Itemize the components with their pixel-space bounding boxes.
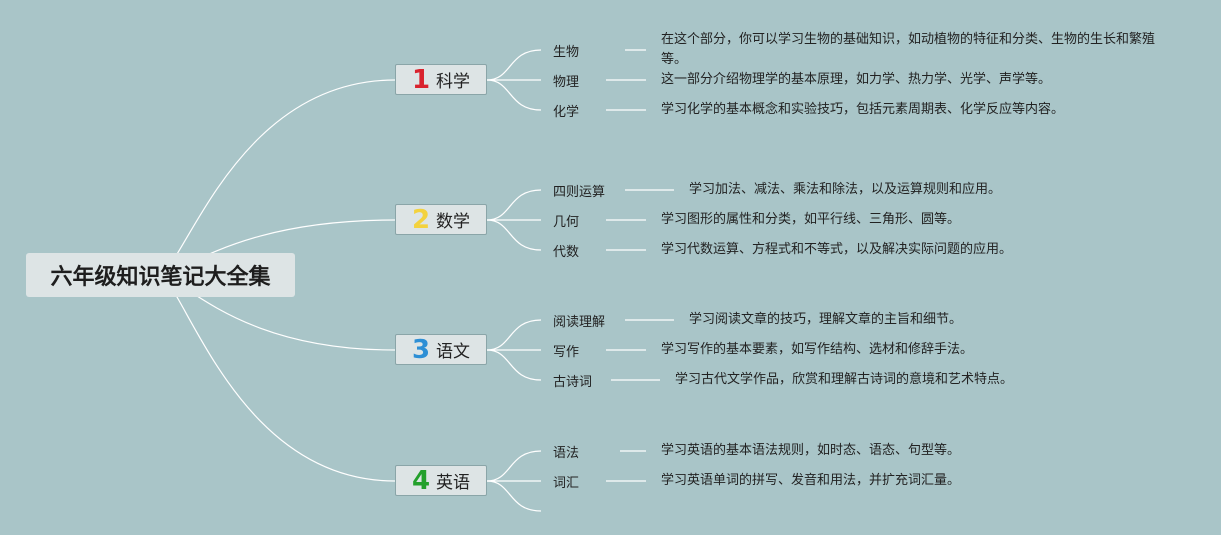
topic-description: 学习化学的基本概念和实验技巧，包括元素周期表、化学反应等内容。	[661, 102, 1065, 117]
topic-description: 学习古代文学作品，欣赏和理解古诗词的意境和艺术特点。	[675, 372, 1014, 387]
topic-node[interactable]: 代数	[553, 245, 580, 260]
branch-2-to-topic-3-line	[486, 219, 542, 251]
topic-node[interactable]: 写作	[553, 345, 580, 360]
root-to-branch-4-line	[161, 274, 396, 482]
topic-description: 学习代数运算、方程式和不等式，以及解决实际问题的应用。	[661, 242, 1013, 257]
branch-4-to-topic-1-line	[486, 450, 542, 482]
topic-description: 学习写作的基本要素，如写作结构、选材和修辞手法。	[661, 342, 974, 357]
root-title: 六年级知识笔记大全集	[50, 265, 271, 290]
branch-1-to-topic-1-line	[486, 49, 542, 81]
topic-description: 学习加法、减法、乘法和除法，以及运算规则和应用。	[689, 182, 1002, 197]
branch-1-to-topic-3-line	[486, 79, 542, 111]
topic-node[interactable]: 古诗词	[553, 375, 593, 390]
topic-node[interactable]: 语法	[553, 446, 580, 461]
branch-number: 1	[411, 64, 431, 95]
root-to-branch-1-line	[161, 79, 396, 276]
branch-3-to-topic-1-line	[486, 319, 542, 351]
topic-description: 在这个部分，你可以学习生物的基础知识，如动植物的特征和分类、生物的生长和繁殖等。	[661, 32, 1156, 67]
branch-number: 3	[411, 334, 431, 365]
branch-label: 语文	[436, 342, 471, 362]
branch-label: 英语	[436, 473, 471, 493]
branch-number: 2	[411, 204, 431, 235]
topic-description: 学习图形的属性和分类，如平行线、三角形、圆等。	[661, 212, 961, 227]
branch-label: 数学	[436, 212, 471, 232]
topic-node[interactable]: 化学	[553, 105, 580, 120]
topic-node[interactable]: 阅读理解	[553, 315, 606, 330]
topic-node[interactable]: 几何	[553, 215, 580, 230]
topic-description: 学习英语单词的拼写、发音和用法，并扩充词汇量。	[661, 473, 961, 488]
topic-description: 学习阅读文章的技巧，理解文章的主旨和细节。	[689, 312, 963, 327]
topic-node[interactable]: 四则运算	[553, 185, 606, 200]
topic-description: 这一部分介绍物理学的基本原理，如力学、热力学、光学、声学等。	[661, 72, 1052, 87]
branch-4-to-topic-3-line	[486, 480, 542, 512]
branch-2-to-topic-1-line	[486, 189, 542, 221]
branch-number: 4	[411, 465, 431, 496]
branch-3-to-topic-3-line	[486, 349, 542, 381]
branch-label: 科学	[436, 72, 471, 92]
topic-node[interactable]: 物理	[553, 75, 580, 90]
topic-node[interactable]: 词汇	[553, 476, 580, 491]
topic-node[interactable]: 生物	[553, 45, 580, 60]
root-node[interactable]: 六年级知识笔记大全集	[26, 253, 295, 297]
topic-description: 学习英语的基本语法规则，如时态、语态、句型等。	[661, 443, 961, 458]
